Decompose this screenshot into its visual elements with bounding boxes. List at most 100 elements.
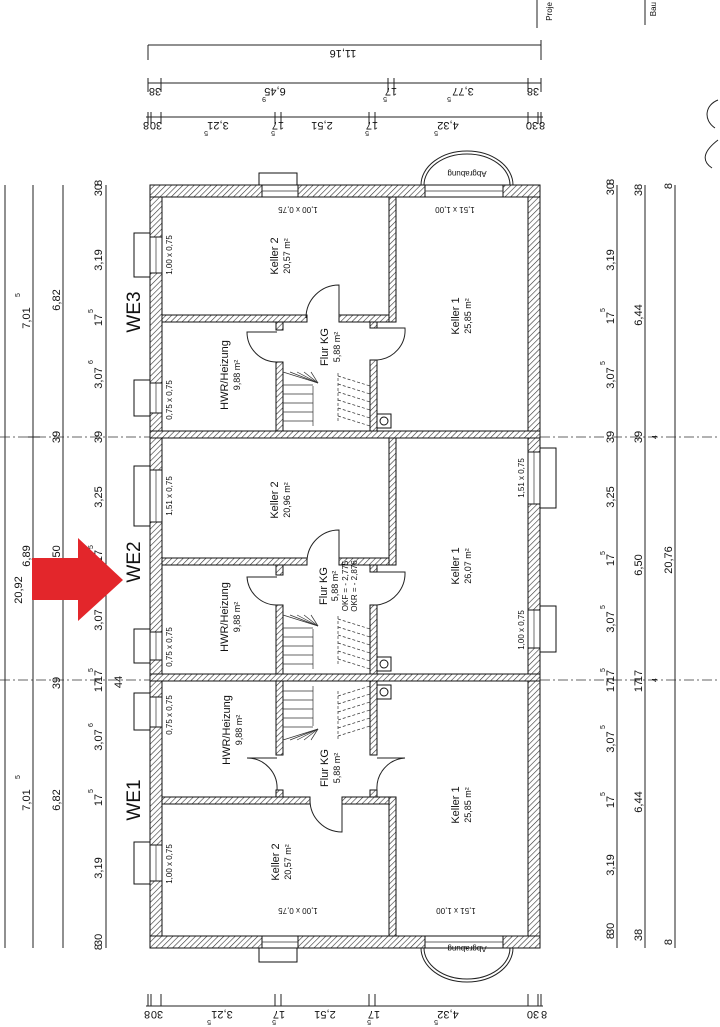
light-well — [258, 172, 298, 186]
room-name: Keller 2 — [269, 237, 281, 274]
wall — [341, 796, 397, 805]
dimension-label: 8 — [144, 1008, 150, 1020]
stair-winder — [282, 371, 319, 384]
top-dimensions: 11,16 38 6,45 9 17 5 3,77 5 38 8 30 3,21… — [143, 40, 545, 136]
abgrabung-top: Abgrabung — [420, 150, 514, 186]
dimension-label: 5 — [600, 308, 607, 312]
dimension-label: 6,50 — [633, 554, 645, 575]
dimension-label: 17 — [93, 680, 105, 692]
dimension-label: 8 — [539, 119, 545, 131]
room-area: 9,88 m² — [232, 602, 242, 633]
dimension-label: 30 — [151, 1008, 163, 1020]
room-name: HWR/Heizung — [221, 695, 233, 765]
wall — [275, 361, 284, 432]
stair-upper — [337, 717, 371, 729]
dimension-label: 2,51 — [314, 1008, 335, 1020]
stair-upper — [337, 626, 371, 638]
dimension-label: 6 — [88, 723, 95, 727]
room-name: HWR/Heizung — [219, 340, 231, 410]
door-swing — [246, 757, 278, 791]
stair-upper — [337, 415, 371, 427]
unit-we2: WE2 Keller 2 20,96 m² Keller 1 26,07 m² … — [124, 458, 526, 667]
room-area: 25,85 m² — [463, 298, 473, 334]
dimension-label: 44 — [113, 676, 125, 688]
dimension-label: 8 — [143, 119, 149, 131]
dimension-label: 8 — [93, 180, 105, 186]
stair-upper — [337, 634, 371, 646]
window-label: 0,75 x 0,75 — [165, 627, 174, 667]
abgrabung-bottom: Abgrabung — [420, 944, 514, 983]
dimension-label: 4,32 — [437, 1008, 458, 1020]
dimension-label: 6,82 — [51, 289, 63, 310]
room-area: 20,96 m² — [282, 482, 292, 518]
chimney-flue — [379, 659, 389, 669]
dimension-label: 5 — [600, 551, 607, 555]
floor-level-label: OKR = - 2,876 — [350, 560, 359, 612]
stair-upper — [337, 725, 371, 737]
room-name: Flur KG — [319, 749, 331, 787]
unit-label: WE2 — [124, 541, 145, 582]
dimension-label: 17 — [605, 680, 617, 692]
dimension-label: 8 — [605, 179, 617, 185]
light-well — [133, 692, 151, 731]
room-name: Keller 1 — [450, 547, 462, 584]
light-well — [133, 379, 151, 417]
dimension-label: 39 — [51, 677, 63, 689]
dimension-label: 3,07 — [605, 731, 617, 752]
door-swing — [305, 284, 340, 319]
dimension-label: 17 — [605, 670, 617, 682]
window-label: 0,75 x 0,75 — [165, 380, 174, 420]
unit-we1: WE1 HWR/Heizung 9,88 m² Flur KG 5,88 m² … — [124, 695, 476, 915]
dimension-label: 17 — [93, 314, 105, 326]
room-area: 9,88 m² — [232, 360, 242, 391]
dimension-label: 8 — [605, 933, 617, 939]
dimension-label: 6 — [88, 360, 95, 364]
stair-upper — [337, 375, 371, 387]
dimension-label: 5 — [600, 361, 607, 365]
window-label: 1,51 x 0,75 — [517, 458, 526, 498]
dimension-label: 8 — [663, 183, 675, 189]
dimension-label: 3,25 — [605, 486, 617, 507]
dimension-label: 3,07 — [93, 367, 105, 388]
stair-upper — [337, 658, 371, 670]
room-name: Keller 2 — [269, 481, 281, 518]
window-label: 1,00 x 0,75 — [165, 844, 174, 884]
dimension-label: 5 — [15, 293, 22, 297]
dimension-label: 30 — [605, 183, 617, 195]
dimension-label: 5 — [367, 1018, 371, 1025]
light-well — [133, 841, 151, 885]
dimension-label: 7,01 — [21, 307, 33, 328]
project-label: Proje — [545, 1, 554, 20]
dimension-label: 5 — [434, 129, 438, 136]
dimension-label: 38 — [149, 85, 161, 97]
unit-we3: WE3 Keller 2 20,57 m² Keller 1 25,85 m² … — [124, 205, 475, 420]
wall — [369, 789, 378, 798]
dimension-label: 7,01 — [21, 789, 33, 810]
abgrabung-label: Abgrabung — [447, 944, 486, 953]
stair-winder — [310, 728, 319, 741]
stair-upper — [337, 407, 371, 419]
stair-winder — [303, 371, 319, 384]
stair-upper — [337, 685, 371, 697]
wall — [388, 796, 397, 937]
dimension-label: 3,19 — [93, 249, 105, 270]
floor-level-label: OKF = - 2,775 — [341, 560, 350, 611]
dimension-label: 11,16 — [330, 47, 357, 59]
dimension-label: 30 — [93, 184, 105, 196]
wall — [149, 184, 163, 949]
dimension-label: 3,07 — [605, 367, 617, 388]
wall — [369, 321, 378, 329]
dimension-label: 8 — [541, 1008, 547, 1020]
stair-upper — [337, 701, 371, 713]
dimension-label: 17 — [605, 554, 617, 566]
unit-label: WE3 — [124, 291, 145, 332]
door-swing — [246, 331, 278, 363]
dimension-label: 2,51 — [311, 119, 332, 131]
door-swing — [306, 529, 340, 562]
wall — [369, 359, 378, 432]
dimension-label: 3,21 — [211, 1008, 232, 1020]
dimension-label: 3,07 — [93, 729, 105, 750]
bottom-dimensions: 30 8 3,21 5 17 5 2,51 17 5 4,32 5 8 30 — [144, 994, 547, 1025]
dimension-label: 3,07 — [93, 609, 105, 630]
